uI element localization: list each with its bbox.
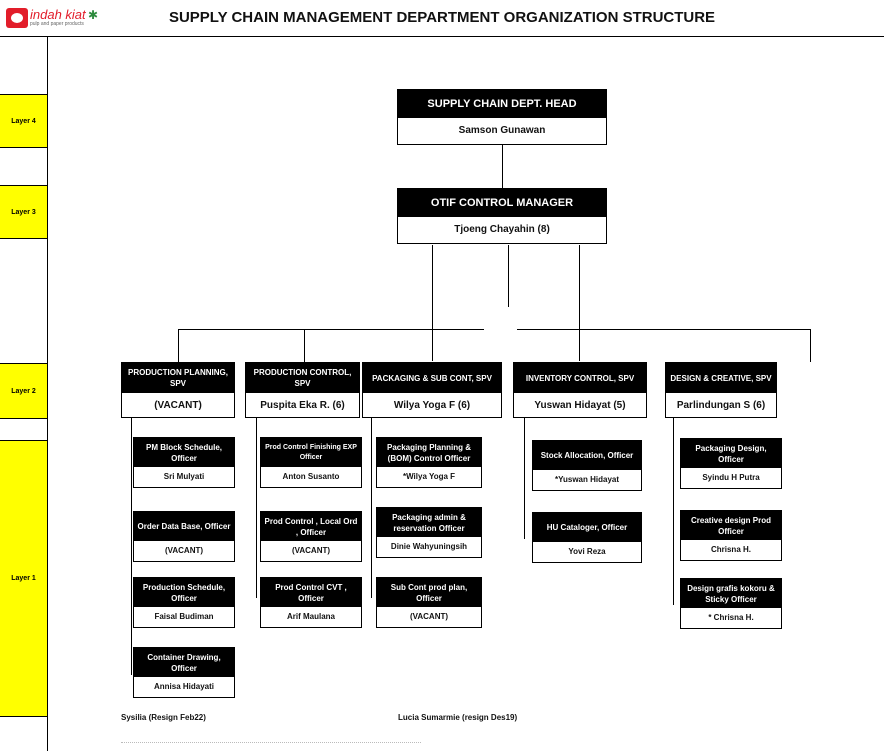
connector-spv-5 (810, 329, 811, 362)
connector-officers-1 (131, 418, 132, 675)
connector-head-manager (502, 143, 503, 188)
supervisor-title: PACKAGING & SUB CONT, SPV (363, 363, 501, 393)
logo-star-icon: ✱ (88, 8, 99, 22)
supervisor-box: PACKAGING & SUB CONT, SPV Wilya Yoga F (… (362, 362, 502, 418)
officer-name: *Yuswan Hidayat (554, 475, 620, 484)
officer-name: Annisa Hidayati (153, 682, 214, 691)
officer-name: Sri Mulyati (163, 472, 205, 481)
supervisor-title: PRODUCTION PLANNING, SPV (122, 363, 234, 393)
officer-title: PM Block Schedule, Officer (134, 438, 234, 467)
officer-title: Packaging Planning & (BOM) Control Offic… (377, 438, 481, 467)
supervisor-name: Wilya Yoga F (6) (393, 399, 471, 411)
officer-name: (VACANT) (164, 546, 204, 555)
supervisor-title: PRODUCTION CONTROL, SPV (246, 363, 359, 393)
company-logo: indah kiat pulp and paper products ✱ (6, 7, 116, 30)
faint-footer-line (121, 742, 421, 751)
resign-note: Lucia Sumarmie (resign Des19) (398, 713, 518, 722)
officer-title: Prod Control Finishing EXP Officer (261, 438, 361, 467)
resign-note: Sysilia (Resign Feb22) (121, 713, 206, 722)
officer-name: Syindu H Putra (702, 473, 760, 482)
supervisor-name: Yuswan Hidayat (5) (534, 399, 626, 411)
officer-title: HU Cataloger, Officer (533, 513, 641, 542)
logo-name: indah kiat (30, 7, 86, 22)
logo-mark-icon (6, 8, 28, 28)
officer-box: Packaging Design, Officer Syindu H Putra (680, 438, 782, 489)
officer-box: Container Drawing, Officer Annisa Hidaya… (133, 647, 235, 698)
officer-title: Sub Cont prod plan, Officer (377, 578, 481, 607)
page-title: SUPPLY CHAIN MANAGEMENT DEPARTMENT ORGAN… (168, 9, 716, 26)
layer-2-label: Layer 2 (0, 363, 47, 419)
officer-box: Design grafis kokoru & Sticky Officer * … (680, 578, 782, 629)
manager-title: OTIF CONTROL MANAGER (398, 189, 606, 217)
connector-manager-packaging (432, 245, 433, 361)
officer-title: Design grafis kokoru & Sticky Officer (681, 579, 781, 608)
connector-manager-stub (508, 245, 509, 307)
manager-name: Tjoeng Chayahin (8) (454, 224, 550, 235)
connector-officers-3 (371, 418, 372, 598)
officer-box: HU Cataloger, Officer Yovi Reza (532, 512, 642, 563)
connector-officers-2 (256, 418, 257, 598)
officer-title: Stock Allocation, Officer (533, 441, 641, 470)
officer-box: Stock Allocation, Officer *Yuswan Hidaya… (532, 440, 642, 491)
officer-name: Yovi Reza (568, 547, 606, 556)
officer-box: Prod Control , Local Ord , Officer (VACA… (260, 511, 362, 562)
manager-box: OTIF CONTROL MANAGER Tjoeng Chayahin (8) (397, 188, 607, 244)
connector-spv-1 (178, 329, 179, 362)
officer-box: PM Block Schedule, Officer Sri Mulyati (133, 437, 235, 488)
officer-box: Packaging Planning & (BOM) Control Offic… (376, 437, 482, 488)
officer-box: Packaging admin & reservation Officer Di… (376, 507, 482, 558)
officer-name: Faisal Budiman (154, 612, 214, 621)
dept-head-box: SUPPLY CHAIN DEPT. HEAD Samson Gunawan (397, 89, 607, 145)
officer-name: *Wilya Yoga F (402, 472, 456, 481)
logo-tagline: pulp and paper products (30, 21, 84, 27)
layer-1-label: Layer 1 (0, 440, 47, 717)
page-header (0, 0, 884, 37)
dept-head-name: Samson Gunawan (458, 125, 546, 136)
layer-4-label: Layer 4 (0, 94, 47, 148)
connector-officers-5 (673, 418, 674, 605)
supervisor-box: INVENTORY CONTROL, SPV Yuswan Hidayat (5… (513, 362, 647, 418)
supervisor-box: PRODUCTION PLANNING, SPV (VACANT) (121, 362, 235, 418)
officer-title: Container Drawing, Officer (134, 648, 234, 677)
officer-title: Creative design Prod Officer (681, 511, 781, 540)
supervisor-box: PRODUCTION CONTROL, SPV Puspita Eka R. (… (245, 362, 360, 418)
officer-title: Packaging admin & reservation Officer (377, 508, 481, 537)
officer-title: Prod Control , Local Ord , Officer (261, 512, 361, 541)
officer-name: Dinie Wahyuningsih (390, 542, 468, 551)
officer-title: Packaging Design, Officer (681, 439, 781, 468)
supervisor-name: (VACANT) (154, 399, 202, 411)
officer-box: Order Data Base, Officer (VACANT) (133, 511, 235, 562)
connector-branch-left (178, 329, 484, 330)
supervisor-title: INVENTORY CONTROL, SPV (514, 363, 646, 393)
layer-3-label: Layer 3 (0, 185, 47, 239)
connector-officers-4 (524, 418, 525, 539)
officer-name: Chrisna H. (710, 545, 751, 554)
supervisor-name: Puspita Eka R. (6) (260, 399, 345, 411)
officer-name: (VACANT) (291, 546, 331, 555)
officer-name: * Chrisna H. (708, 613, 754, 622)
officer-name: Anton Susanto (282, 472, 340, 481)
connector-spv-2 (304, 329, 305, 362)
connector-manager-inventory (579, 245, 580, 361)
layer-column: Layer 4 Layer 3 Layer 2 Layer 1 (0, 37, 48, 751)
officer-name: (VACANT) (409, 612, 449, 621)
supervisor-box: DESIGN & CREATIVE, SPV Parlindungan S (6… (665, 362, 777, 418)
officer-box: Prod Control Finishing EXP Officer Anton… (260, 437, 362, 488)
officer-box: Creative design Prod Officer Chrisna H. (680, 510, 782, 561)
supervisor-name: Parlindungan S (6) (676, 399, 766, 411)
officer-title: Production Schedule, Officer (134, 578, 234, 607)
officer-title: Order Data Base, Officer (134, 512, 234, 541)
officer-box: Prod Control CVT , Officer Arif Maulana (260, 577, 362, 628)
supervisor-title: DESIGN & CREATIVE, SPV (666, 363, 776, 393)
officer-box: Sub Cont prod plan, Officer (VACANT) (376, 577, 482, 628)
officer-box: Production Schedule, Officer Faisal Budi… (133, 577, 235, 628)
officer-name: Arif Maulana (286, 612, 335, 621)
connector-branch-right (517, 329, 810, 330)
dept-head-title: SUPPLY CHAIN DEPT. HEAD (398, 90, 606, 118)
officer-title: Prod Control CVT , Officer (261, 578, 361, 607)
